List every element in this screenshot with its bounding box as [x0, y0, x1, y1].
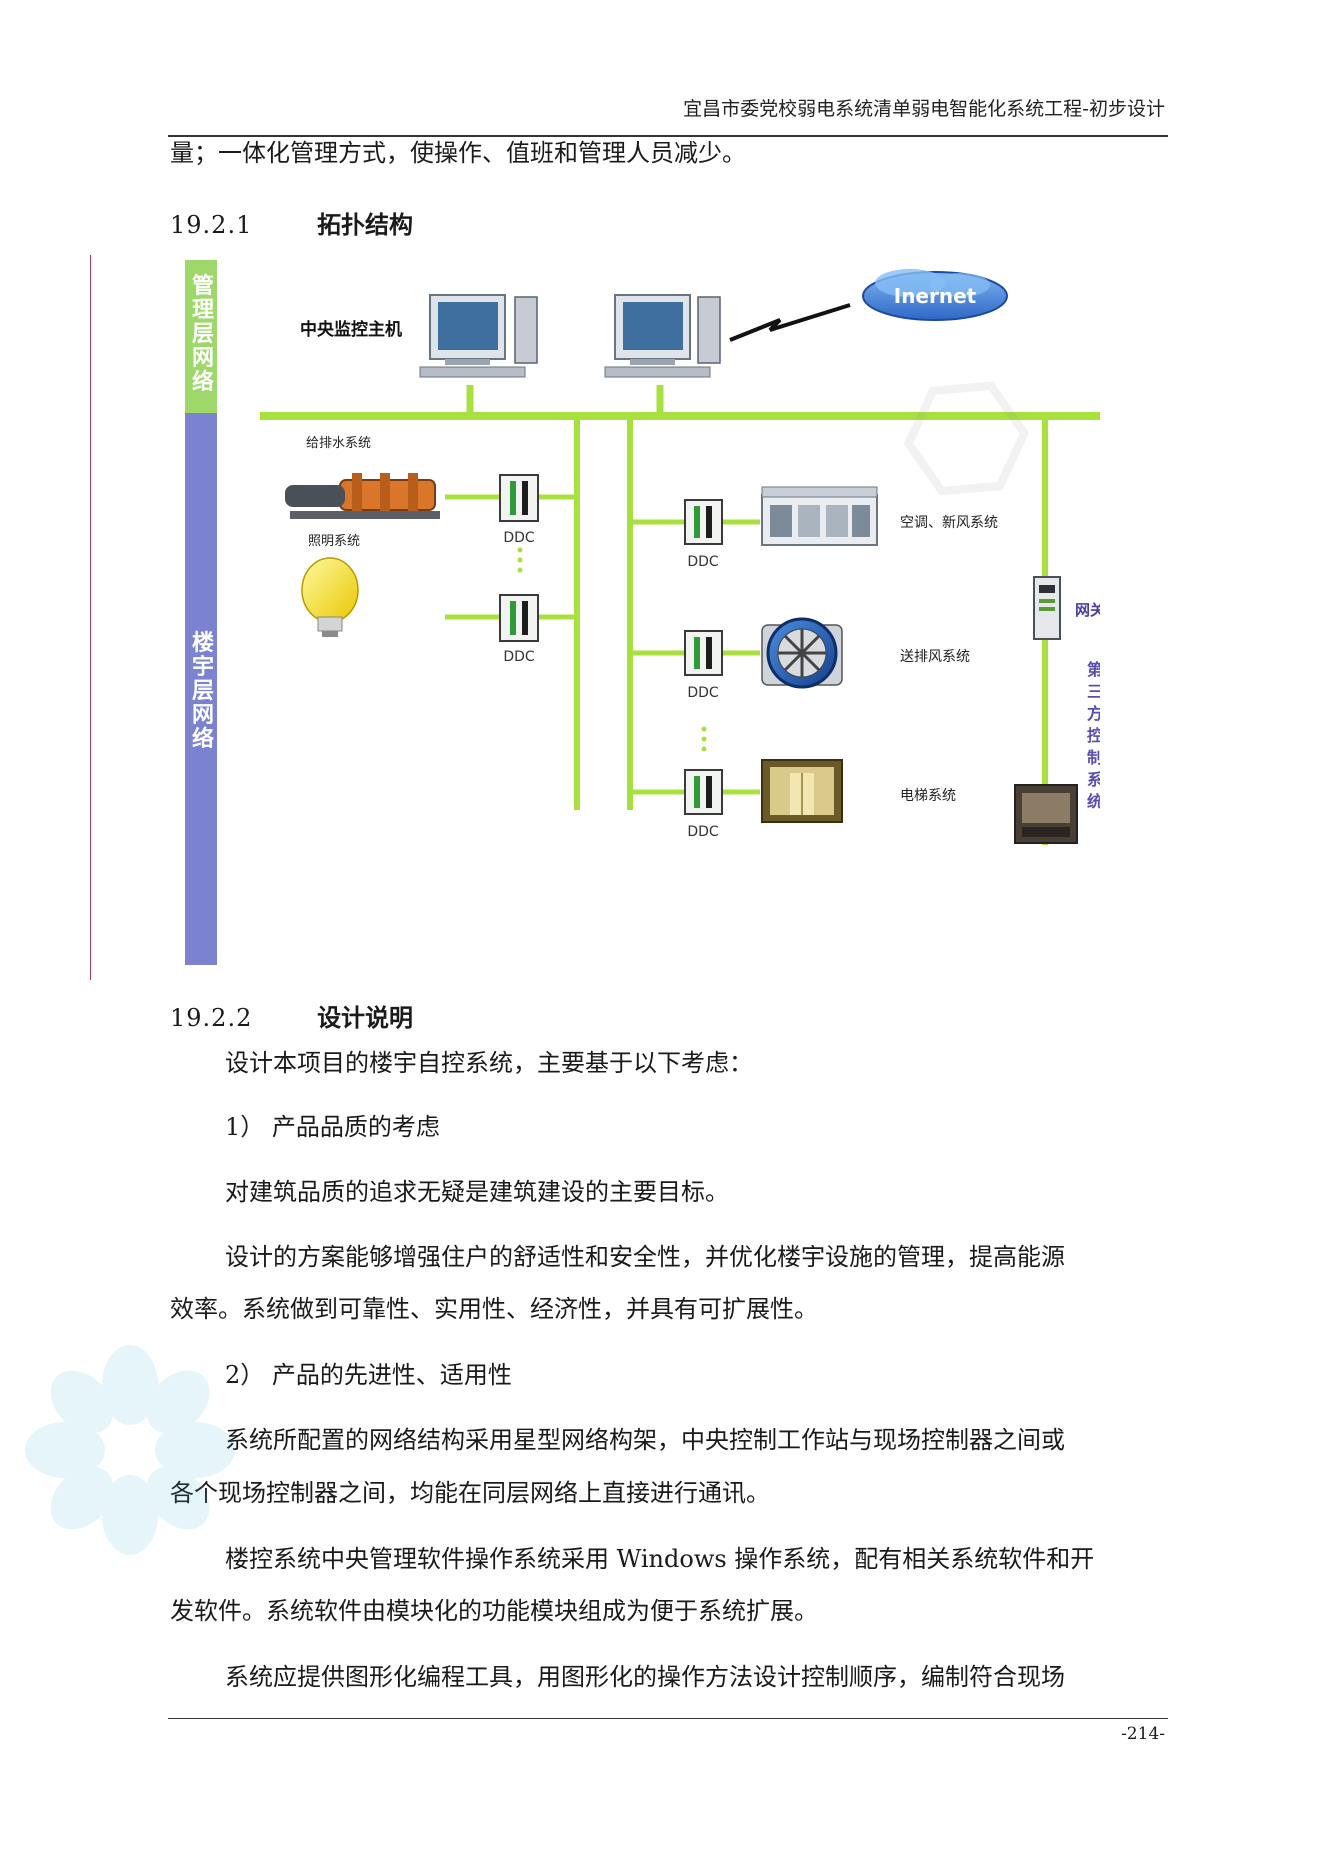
body-paragraph: 效率。系统做到可靠性、实用性、经济性，并具有可扩展性。: [170, 1295, 818, 1323]
bus-lines: [260, 385, 1100, 845]
body-paragraph: 设计的方案能够增强住户的舒适性和安全性，并优化楼宇设施的管理，提高能源: [225, 1243, 1065, 1271]
internet-cloud-icon: [862, 269, 1008, 321]
water-pump-icon: [285, 473, 440, 519]
section-title: 设计说明: [317, 1004, 414, 1032]
device-label-hvac: 空调、新风系统: [900, 515, 998, 531]
exhaust-fan-icon: [761, 617, 843, 689]
ddc-controller-icon: [499, 594, 539, 642]
header-title: 宜昌市委党校弱电系统清单弱电智能化系统工程-初步设计: [683, 98, 1165, 120]
body-paragraph: 发软件。系统软件由模块化的功能模块组成为便于系统扩展。: [170, 1597, 818, 1625]
computer-icon: [419, 294, 538, 378]
ddc-controller-icon: [684, 630, 723, 676]
building-band: [185, 413, 217, 965]
air-handling-unit-icon: [761, 486, 878, 546]
band-top-label: 管理层网络: [192, 273, 214, 395]
ddc-label: DDC: [503, 530, 535, 546]
margin-rule: [90, 255, 91, 980]
intro-line: 量；一体化管理方式，使操作、值班和管理人员减少。: [170, 139, 746, 167]
band-bottom-label: 楼宇层网络: [192, 631, 214, 752]
ddc-dotted-connectors: [517, 547, 707, 752]
light-bulb-icon: [301, 557, 359, 637]
ddc-label: DDC: [687, 554, 719, 570]
section-number: 19.2.2: [170, 1004, 253, 1032]
third-party-label: 第三方控制系统: [1087, 660, 1100, 811]
ddc-label: DDC: [687, 685, 719, 701]
list-item: 2） 产品的先进性、适用性: [225, 1361, 512, 1389]
watermark-flower-icon: [25, 1345, 235, 1555]
gateway-label: 网关: [1075, 601, 1100, 619]
list-item: 1） 产品品质的考虑: [225, 1113, 440, 1141]
ddc-label: DDC: [687, 824, 719, 840]
device-label-ventilation: 送排风系统: [900, 649, 970, 665]
ddc-controller-icon: [684, 499, 723, 545]
gateway-icon: [1033, 576, 1061, 640]
lightning-icon: [729, 303, 851, 342]
management-band: [185, 260, 217, 413]
body-paragraph: 楼控系统中央管理软件操作系统采用 Windows 操作系统，配有相关系统软件和开: [225, 1545, 1095, 1573]
footer-divider: [168, 1718, 1168, 1719]
device-label-water: 给排水系统: [306, 436, 371, 451]
section-title: 拓扑结构: [317, 211, 414, 239]
header-divider: [168, 135, 1168, 137]
internet-label: Inernet: [894, 284, 977, 308]
section-heading-topology: 19.2.1 拓扑结构: [170, 205, 413, 240]
elevator-icon: [761, 759, 843, 823]
topology-diagram: 管理层网络 楼宇层网络: [90, 255, 1105, 975]
body-paragraph: 对建筑品质的追求无疑是建筑建设的主要目标。: [225, 1178, 729, 1206]
body-paragraph: 系统所配置的网络结构采用星型网络构架，中央控制工作站与现场控制器之间或: [225, 1426, 1065, 1454]
section-number: 19.2.1: [170, 211, 253, 239]
page-number: -214-: [1121, 1724, 1165, 1744]
device-label-lighting: 照明系统: [308, 534, 360, 549]
section-heading-design: 19.2.2 设计说明: [170, 998, 413, 1033]
body-paragraph: 各个现场控制器之间，均能在同层网络上直接进行通讯。: [170, 1479, 770, 1507]
computer-icon: [604, 294, 721, 378]
host-label: 中央监控主机: [300, 319, 402, 340]
third-party-device-icon: [1014, 784, 1078, 844]
device-label-elevator: 电梯系统: [900, 788, 956, 804]
body-paragraph: 设计本项目的楼宇自控系统，主要基于以下考虑：: [225, 1049, 753, 1077]
body-paragraph: 系统应提供图形化编程工具，用图形化的操作方法设计控制顺序，编制符合现场: [225, 1663, 1065, 1691]
ddc-label: DDC: [503, 649, 535, 665]
ddc-controller-icon: [684, 769, 723, 815]
ddc-controller-icon: [499, 474, 539, 522]
